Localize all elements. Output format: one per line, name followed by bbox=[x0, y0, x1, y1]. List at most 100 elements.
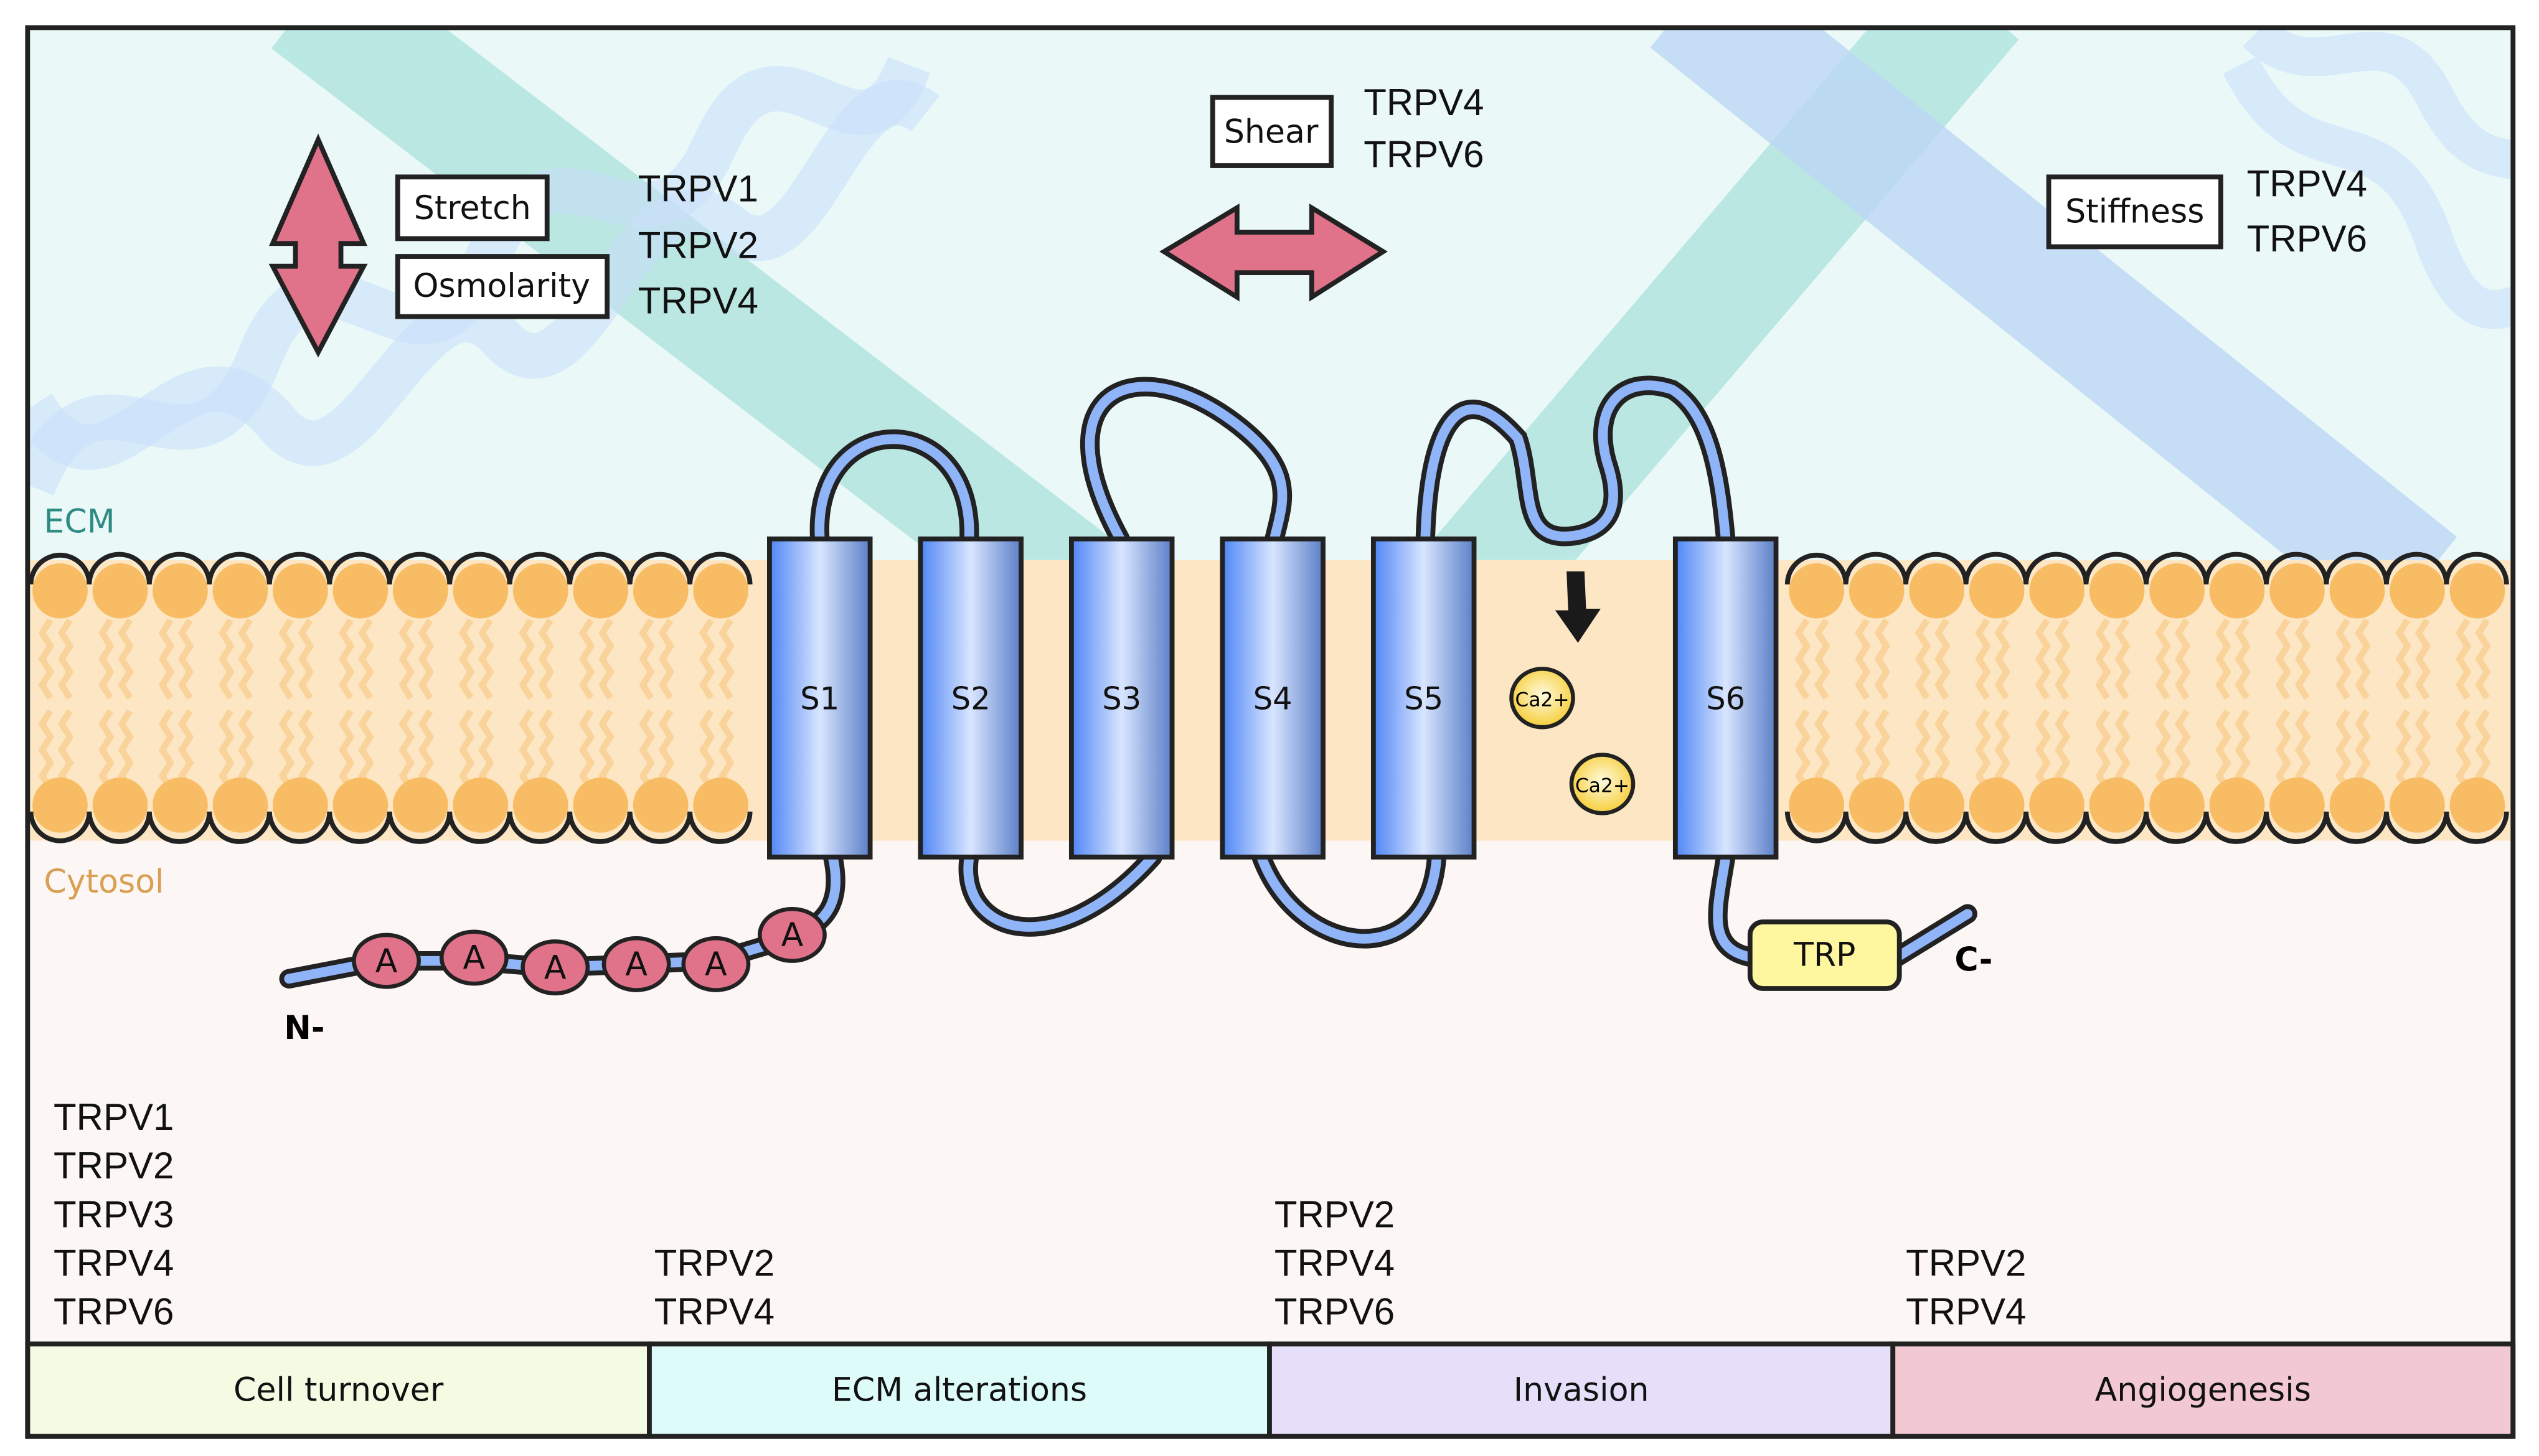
lipid-head bbox=[2390, 777, 2445, 833]
stretch-label: Stretch bbox=[414, 190, 531, 227]
lipid-head bbox=[573, 777, 629, 833]
lipid-head bbox=[2149, 563, 2205, 619]
channel-label: TRPV4 bbox=[638, 279, 758, 321]
ankyrin-repeat: A bbox=[681, 936, 751, 992]
lipid-head bbox=[693, 777, 749, 833]
helix-label: S6 bbox=[1706, 681, 1745, 717]
collagen-fiber bbox=[1650, 27, 2457, 560]
lipid-head bbox=[2029, 777, 2084, 833]
lipid-head bbox=[453, 777, 509, 833]
phospholipid bbox=[1849, 563, 1905, 833]
channel-label: TRPV3 bbox=[54, 1193, 174, 1235]
channel-label: TRPV1 bbox=[638, 167, 758, 209]
lipid-head bbox=[2390, 563, 2445, 619]
lipid-head bbox=[273, 563, 328, 619]
channel-label: TRPV2 bbox=[654, 1242, 775, 1284]
fibril-helix bbox=[2223, 27, 2513, 329]
phospholipid bbox=[2029, 563, 2084, 833]
channel-label: TRPV2 bbox=[1274, 1193, 1395, 1235]
svg-text:A: A bbox=[463, 940, 486, 977]
phospholipid bbox=[212, 563, 268, 833]
helix-s3: S3 bbox=[1068, 536, 1175, 860]
lipid-head bbox=[693, 563, 749, 619]
phospholipid bbox=[2449, 563, 2505, 833]
ion-flow-arrow-icon bbox=[1555, 571, 1601, 643]
lipid-head bbox=[1789, 777, 1845, 833]
lipid-bilayer bbox=[28, 552, 2509, 844]
lipid-head bbox=[2449, 563, 2505, 619]
lipid-head bbox=[2329, 777, 2385, 833]
lipid-head bbox=[512, 777, 568, 833]
outcome-ecm-alterations: ECM alterations bbox=[647, 1341, 1272, 1439]
phospholipid bbox=[1789, 563, 1845, 833]
lipid-head bbox=[392, 777, 448, 833]
lipid-head bbox=[1909, 777, 1964, 833]
channel-label: TRPV2 bbox=[1906, 1242, 2026, 1284]
phospholipid bbox=[273, 563, 328, 833]
channel-label: TRPV4 bbox=[1274, 1242, 1395, 1284]
helix-s6: S6 bbox=[1672, 536, 1779, 860]
lipid-head bbox=[92, 777, 148, 833]
channel-label: TRPV6 bbox=[1364, 134, 1484, 176]
svg-text:Ca2+: Ca2+ bbox=[1515, 688, 1569, 711]
helix-label: S3 bbox=[1102, 681, 1141, 717]
channel-label: TRPV4 bbox=[654, 1291, 775, 1333]
svg-text:A: A bbox=[705, 946, 727, 984]
cytosol-region bbox=[27, 840, 2513, 1345]
ecm-label: ECM bbox=[44, 503, 115, 540]
lipid-head bbox=[1849, 563, 1905, 619]
lipid-head bbox=[2269, 563, 2325, 619]
helix-label: S4 bbox=[1253, 681, 1293, 717]
channel-label: TRPV2 bbox=[54, 1145, 174, 1186]
channel-label: TRPV6 bbox=[2247, 218, 2367, 260]
channel-label: TRPV4 bbox=[2247, 163, 2367, 205]
lipid-head bbox=[2029, 563, 2084, 619]
lipid-head bbox=[332, 563, 389, 619]
lipid-head bbox=[32, 777, 88, 833]
phospholipid bbox=[2390, 563, 2445, 833]
calcium-ion: Ca2+ bbox=[1509, 667, 1575, 730]
lipid-head bbox=[273, 777, 328, 833]
svg-text:A: A bbox=[781, 917, 804, 954]
channel-label: TRPV2 bbox=[638, 225, 758, 266]
outcome-channel-lists: TRPV1TRPV2TRPV3TRPV4TRPV6TRPV2TRPV4TRPV2… bbox=[54, 1096, 2026, 1333]
phospholipid bbox=[693, 563, 749, 833]
shear-box bbox=[1210, 95, 1334, 168]
osmolarity-label: Osmolarity bbox=[413, 268, 590, 305]
channel-label: TRPV4 bbox=[1364, 82, 1484, 123]
lipid-head bbox=[153, 777, 208, 833]
lipid-head bbox=[1909, 563, 1964, 619]
trp-domain: TRP bbox=[1747, 919, 1902, 991]
lipid-head bbox=[212, 777, 268, 833]
phospholipid bbox=[2089, 563, 2145, 833]
lipid-head bbox=[1789, 563, 1845, 619]
shear-label: Shear bbox=[1224, 114, 1319, 151]
phospholipid bbox=[1969, 563, 2025, 833]
lipid-head bbox=[1969, 563, 2025, 619]
svg-text:Ca2+: Ca2+ bbox=[1575, 774, 1629, 797]
stretch-box bbox=[395, 174, 550, 242]
helix-s4: S4 bbox=[1220, 536, 1326, 860]
phospholipid bbox=[2269, 563, 2325, 833]
lipid-head bbox=[573, 563, 629, 619]
shear-arrow-icon bbox=[1159, 203, 1388, 302]
phospholipid bbox=[92, 563, 148, 833]
outcome-label: Cell turnover bbox=[233, 1371, 444, 1409]
svg-text:A: A bbox=[625, 946, 648, 984]
stiffness-box bbox=[2046, 174, 2223, 250]
phospholipid bbox=[2329, 563, 2385, 833]
helix-label: S2 bbox=[951, 681, 991, 717]
lipid-head bbox=[92, 563, 148, 619]
helix-label: S5 bbox=[1404, 681, 1443, 717]
lipid-head bbox=[1969, 777, 2025, 833]
outcome-label: ECM alterations bbox=[832, 1371, 1087, 1409]
lipid-head bbox=[392, 563, 448, 619]
helix-label: S1 bbox=[800, 681, 839, 717]
phospholipid bbox=[153, 563, 208, 833]
phospholipid bbox=[573, 563, 629, 833]
collagen-fiber bbox=[271, 27, 1109, 560]
ankyrin-repeat: A bbox=[521, 939, 590, 996]
figure-frame bbox=[25, 25, 2516, 1439]
lipid-head bbox=[1849, 777, 1905, 833]
